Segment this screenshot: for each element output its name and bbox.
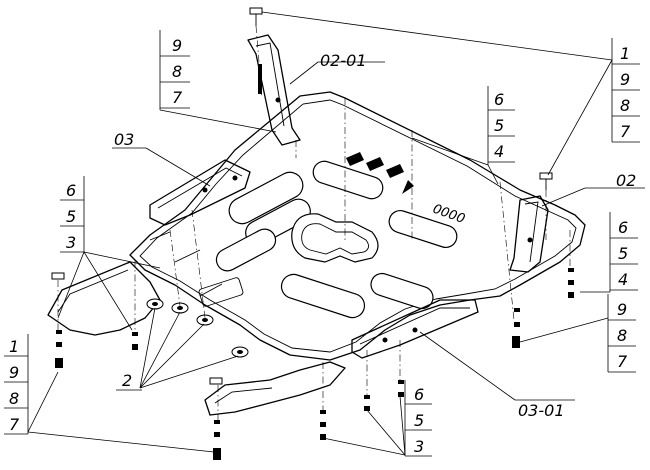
callout-left-bottom-1: 1: [9, 337, 19, 356]
label-03-01: 03-01: [518, 401, 565, 420]
callout-left-mid-1: 6: [66, 181, 76, 200]
callout-bottom-center-3: 3: [414, 437, 424, 456]
leader-lines: [27, 11, 645, 456]
callout-right-upper: 6 5 4: [609, 212, 638, 292]
callout-right-lower-3: 7: [617, 352, 628, 371]
callout-center-mid-2: 5: [494, 116, 504, 135]
callout-top-left-2: 8: [172, 62, 182, 81]
callout-top-left: 9 8 7: [159, 30, 190, 110]
callout-right-upper-3: 4: [618, 270, 628, 289]
callout-right-upper-2: 5: [618, 244, 628, 263]
stamp-arrows: [346, 152, 414, 194]
callout-center-mid-1: 6: [494, 90, 504, 109]
callout-right-lower-2: 8: [617, 326, 627, 345]
callout-right-lower-1: 9: [617, 300, 627, 319]
callout-center-mid: 6 5 4: [487, 86, 515, 165]
callout-left-mid-3: 3: [66, 233, 76, 252]
callout-bottom-center-1: 6: [414, 385, 424, 404]
hardware: [51, 7, 574, 460]
callout-center-mid-3: 4: [494, 142, 504, 161]
callout-left-mid: 6 5 3: [60, 176, 85, 253]
slot-group: [215, 160, 458, 319]
callout-bottom-center: 6 5 3: [404, 380, 432, 457]
callout-right-upper-1: 6: [618, 218, 628, 237]
callout-top-right-1: 1: [620, 44, 630, 63]
callout-right-lower: 9 8 7: [607, 294, 636, 373]
callout-top-right-4: 7: [620, 122, 631, 141]
rear-rail-03-01: [351, 299, 479, 359]
callout-washer-label: 2: [122, 371, 132, 390]
skid-plate: 0000: [129, 91, 586, 361]
assembly-axes: [57, 25, 571, 420]
callout-left-bottom-3: 8: [9, 389, 19, 408]
callout-left-mid-2: 5: [66, 207, 76, 226]
callout-top-right-2: 9: [620, 70, 630, 89]
callout-top-right: 1 9 8 7: [611, 38, 640, 143]
bracket-02: [509, 195, 549, 273]
label-02-01: 02-01: [320, 51, 367, 70]
callout-top-right-3: 8: [620, 96, 630, 115]
callout-top-left-1: 9: [172, 36, 182, 55]
side-rail-03: [149, 159, 251, 226]
label-02: 02: [616, 171, 636, 190]
callout-left-bottom: 1 9 8 7: [4, 334, 29, 435]
callout-bottom-center-2: 5: [414, 411, 424, 430]
label-03: 03: [114, 130, 134, 149]
callout-left-bottom-4: 7: [9, 415, 20, 434]
callout-left-bottom-2: 9: [9, 363, 19, 382]
callout-top-left-3: 7: [172, 88, 183, 107]
callout-washer: 2: [116, 371, 142, 391]
